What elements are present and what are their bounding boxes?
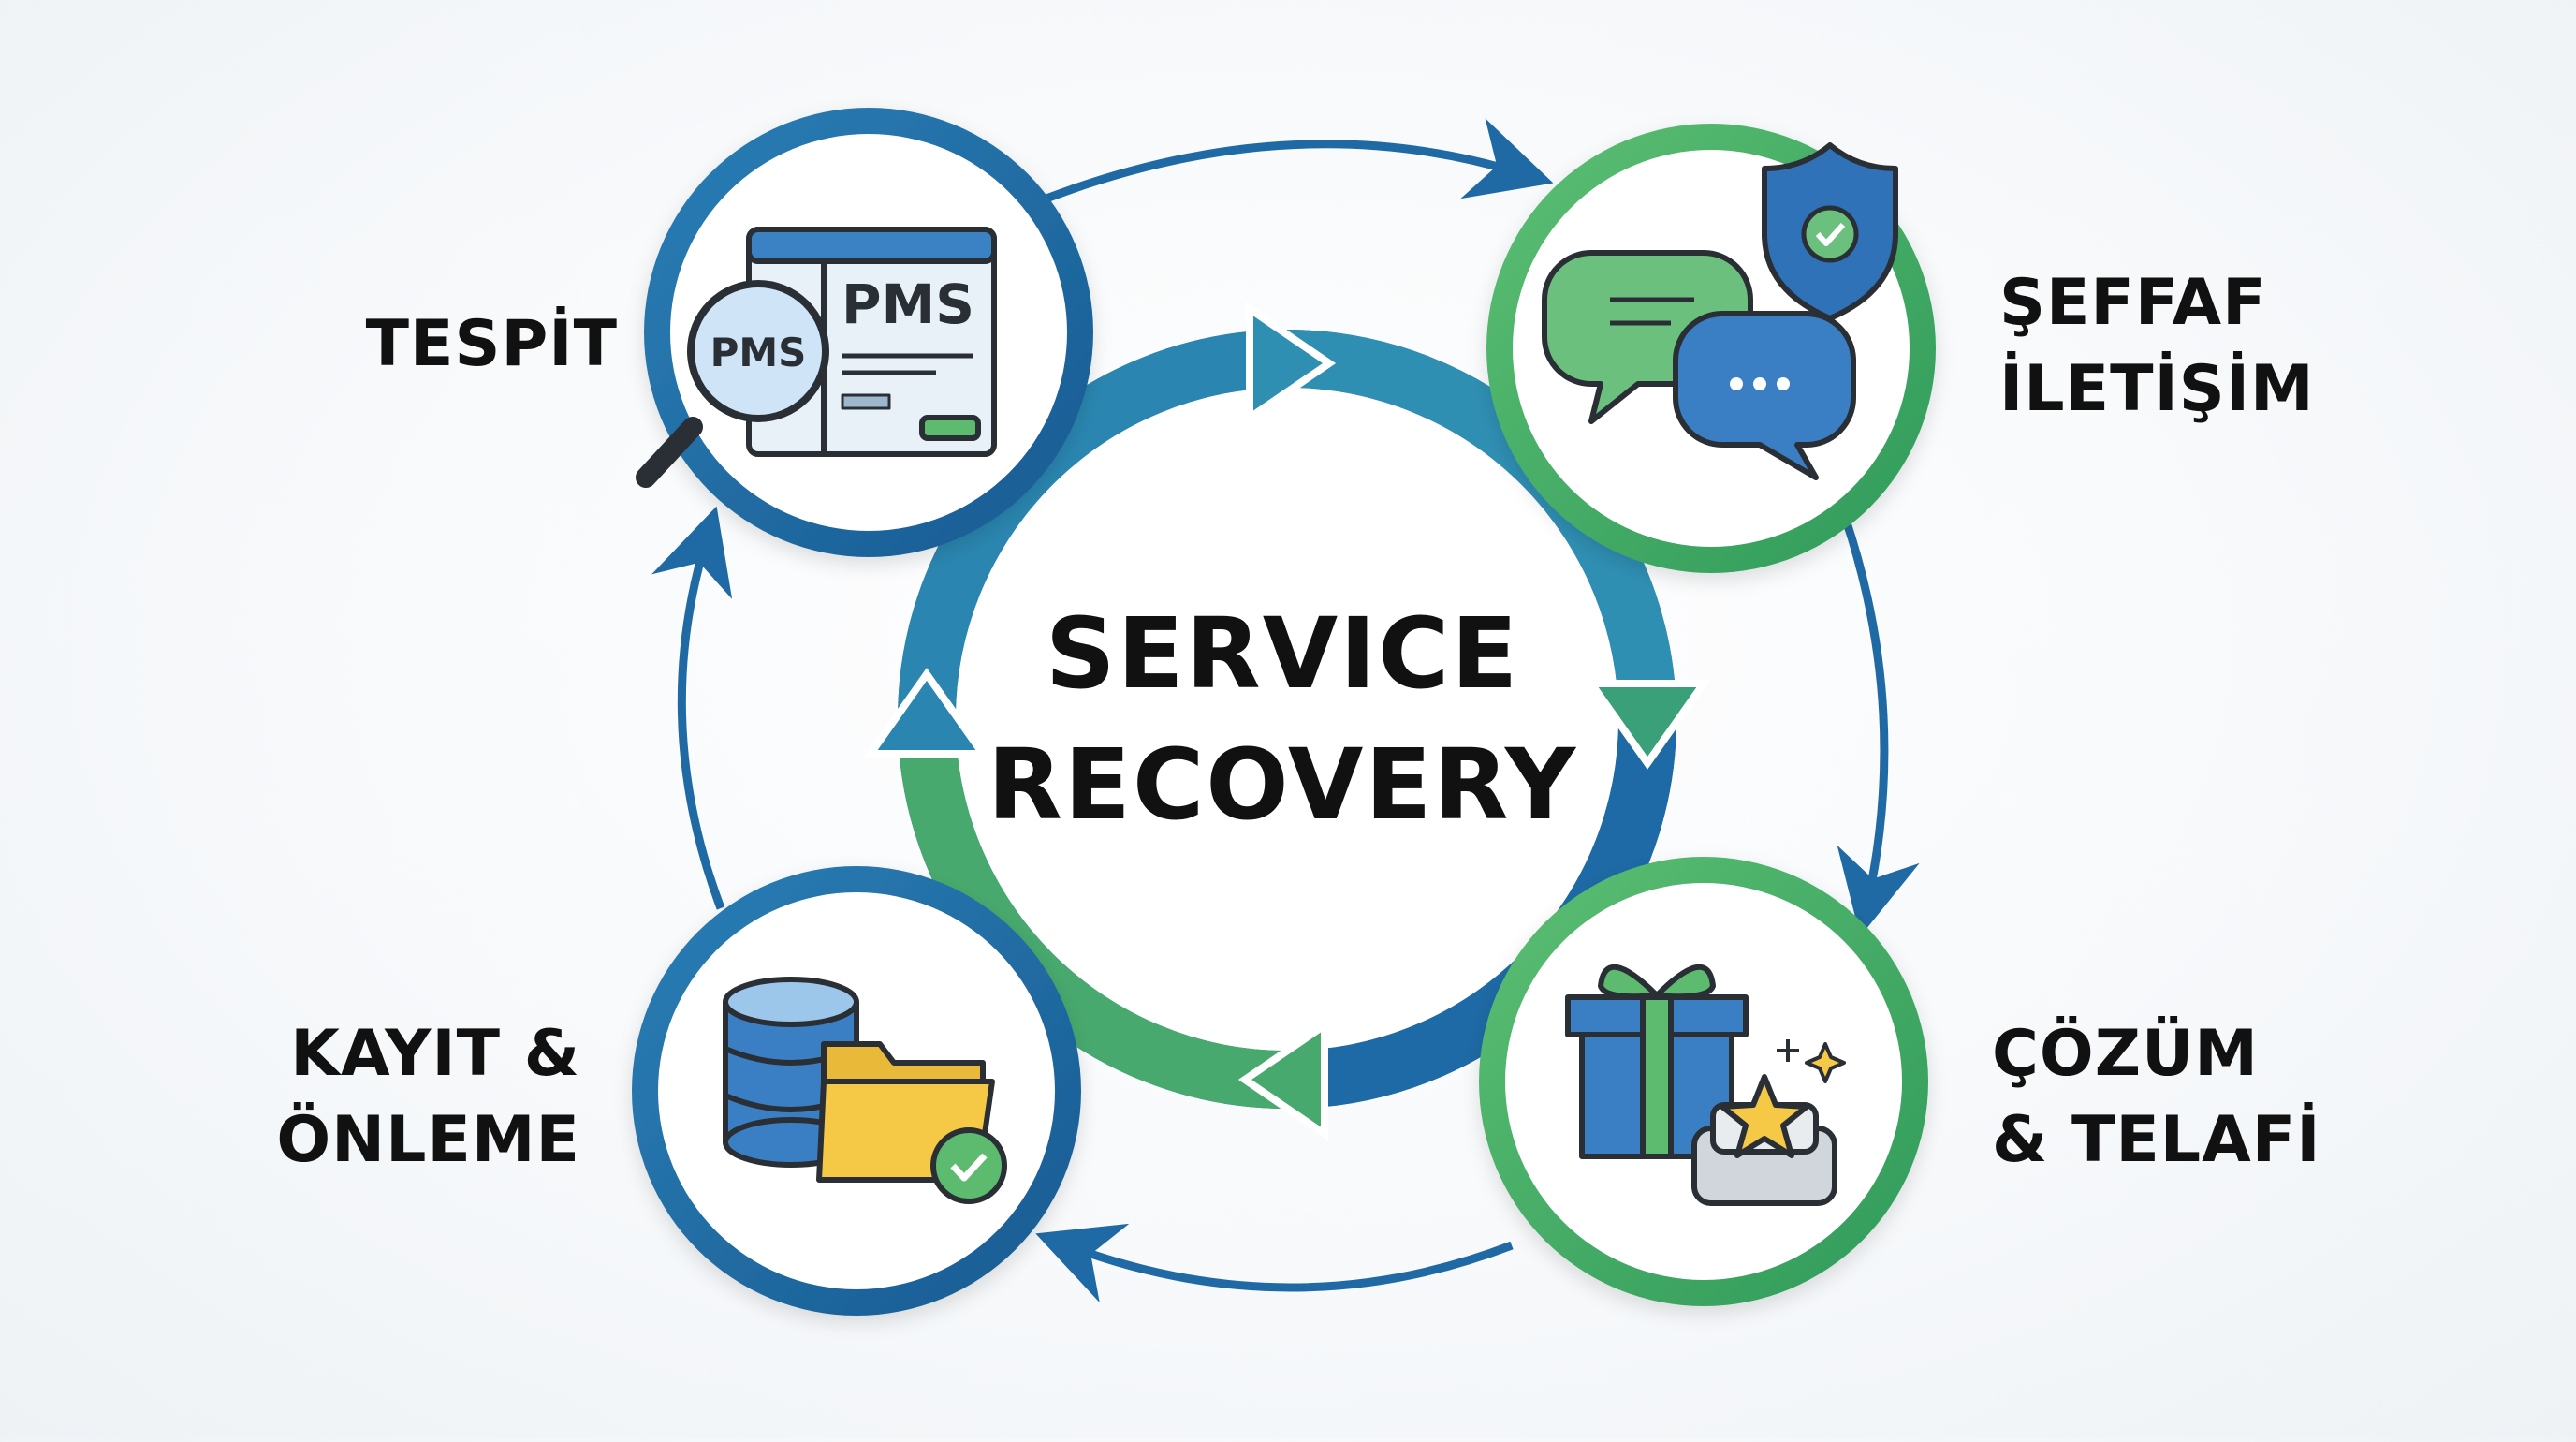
label-tespit-text: TESPİT [365,307,618,381]
label-tespit: TESPİT [281,302,618,388]
center-title-line2: RECOVERY [987,728,1578,842]
center-ring [863,302,1711,1141]
center-title: SERVICE RECOVERY [936,588,1629,850]
label-kayit-line1: KAYIT & [290,1017,580,1091]
label-seffaf-line2: İLETİŞİM [1999,352,2315,426]
gift-star-sofa-icon [1565,964,1846,1206]
outer-arrows [651,118,1920,1303]
arrow-seffaf-to-cozum [1837,518,1920,937]
pms-lens-text: PMS [710,330,807,375]
pms-search-icon [636,227,997,488]
arrow-kayit-to-tespit [651,506,733,910]
arrow-cozum-to-kayit [1035,1223,1514,1303]
label-cozum: ÇÖZÜM & TELAFİ [1992,1011,2385,1184]
center-title-line1: SERVICE [1045,596,1520,711]
ring-arrowhead-top [1246,302,1337,425]
ring-arrowhead-bottom [1237,1018,1328,1141]
label-kayit: KAYIT & ÖNLEME [187,1011,580,1184]
pms-screen-text: PMS [842,272,974,336]
database-folder-icon [723,977,1007,1204]
chat-shield-icon [1542,142,1898,480]
label-seffaf-line1: ŞEFFAF [1999,266,2267,340]
label-cozum-line1: ÇÖZÜM [1992,1017,2259,1091]
label-cozum-line2: & TELAFİ [1992,1103,2321,1177]
ring-arrowhead-right [1584,680,1711,770]
label-kayit-line2: ÖNLEME [276,1103,580,1177]
label-seffaf: ŞEFFAF İLETİŞİM [1999,260,2393,433]
arrow-tespit-to-seffaf [1037,118,1554,206]
ring-arrowhead-left [863,668,990,758]
